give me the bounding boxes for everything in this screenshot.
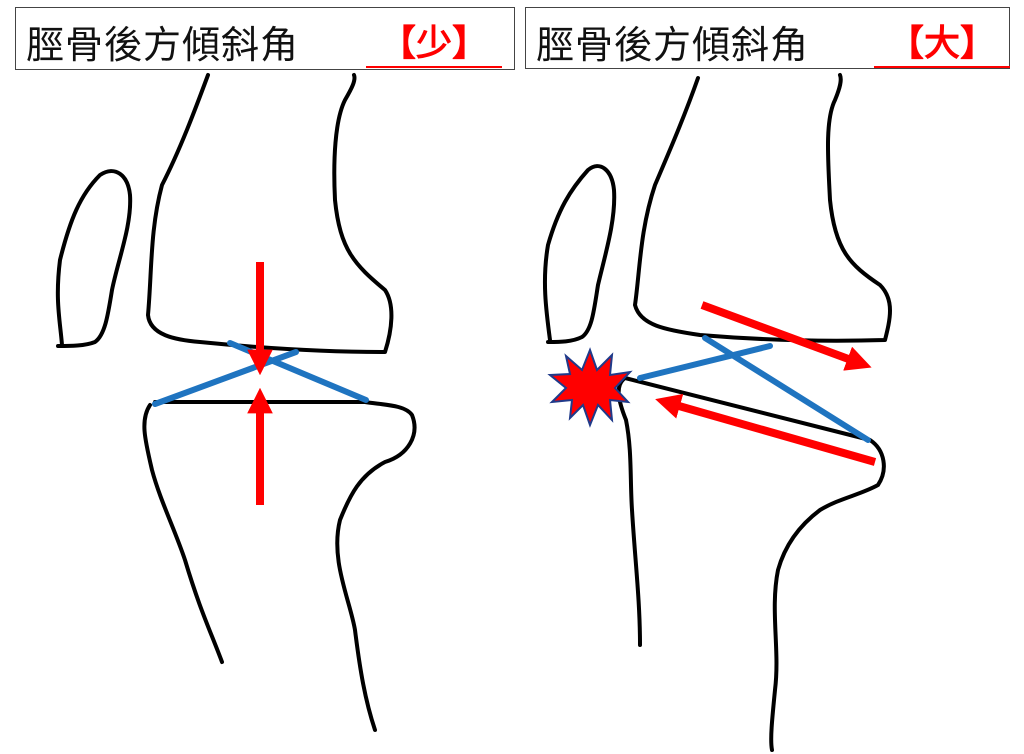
tibia-slide-arrow [655,393,877,466]
femur-slide-arrow [700,301,872,371]
tibia [616,376,886,752]
tag-small: 【少】 [366,14,503,68]
femoral-line [702,335,871,443]
femur [633,73,892,343]
tag-large: 【大】 [874,14,1011,68]
patella [542,164,617,344]
impact-burst-icon [547,347,633,428]
title-box-large: 脛骨後方傾斜角 【大】 [525,7,1011,69]
plateau-line [637,343,773,381]
title-box-small: 脛骨後方傾斜角 【少】 [15,7,515,70]
femur [146,73,394,354]
patella [55,169,133,348]
knee-large-slope [542,73,892,752]
title-small: 脛骨後方傾斜角 [26,23,300,67]
title-large: 脛骨後方傾斜角 [536,23,810,67]
tibia [142,400,417,732]
knee-small-slope [55,73,417,732]
